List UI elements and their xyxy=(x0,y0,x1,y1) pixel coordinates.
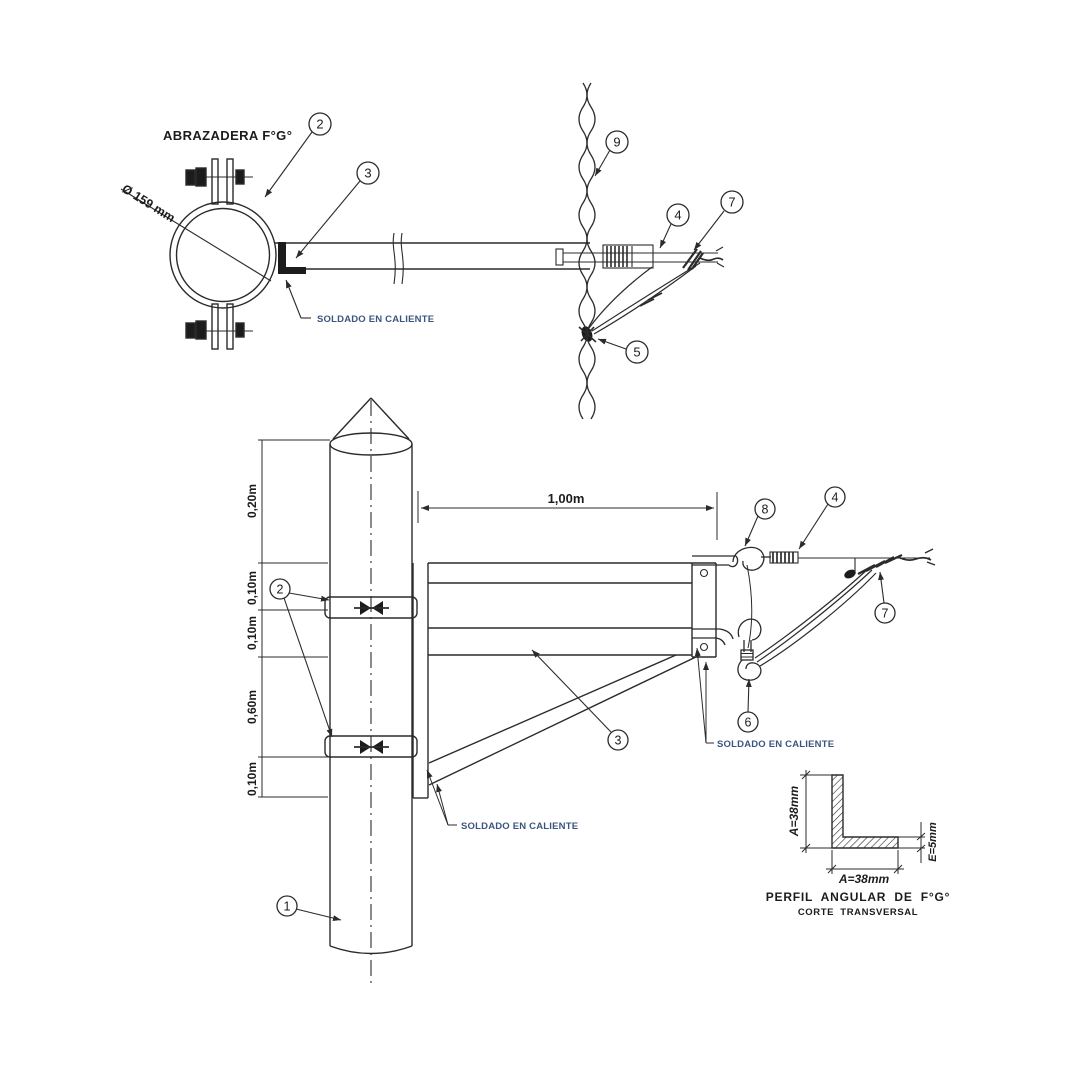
callout-4-side-number: 4 xyxy=(832,491,839,505)
weld-label-bottom-left: SOLDADO EN CALIENTE xyxy=(461,821,578,832)
vertical-cable xyxy=(578,82,596,420)
guy-cable-side-view xyxy=(746,564,877,667)
cable-tie-side-view xyxy=(844,548,936,579)
weld-label-right: SOLDADO EN CALIENTE xyxy=(717,739,834,750)
ferrule-top-view xyxy=(602,244,654,269)
arm-top-view xyxy=(275,232,590,285)
bottom-hook xyxy=(737,659,762,681)
clamp-bolt-top xyxy=(185,158,253,205)
pole-clamp-lower xyxy=(324,735,418,758)
profile-dim-a-horiz-label: A=38mm xyxy=(838,872,890,886)
ferrule-side-view xyxy=(769,551,930,572)
side-view xyxy=(258,397,936,985)
callout-8 xyxy=(754,498,776,520)
profile-dim-a-vertical-lines xyxy=(800,770,832,853)
callout-3-top-number: 3 xyxy=(364,166,371,181)
callout-7-top xyxy=(720,190,744,214)
top-view xyxy=(120,82,744,420)
weld-leader-bottom-left xyxy=(426,769,457,826)
profile-dim-a-vert-label: A=38mm xyxy=(787,785,801,837)
callout-8-number: 8 xyxy=(762,503,769,517)
profile-subtitle: CORTE TRANSVERSAL xyxy=(798,907,918,918)
weld-joint-top-view xyxy=(278,242,306,274)
callout-3-top xyxy=(356,161,380,185)
callout-3-side xyxy=(607,729,629,751)
clamp-title-label: ABRAZADERA F°G° xyxy=(163,128,292,143)
arm-length-label: 1,00m xyxy=(548,491,585,506)
dim-010-b: 0,10m xyxy=(245,616,259,650)
callout-9-number: 9 xyxy=(613,135,620,150)
guy-strands-top-view xyxy=(588,262,701,335)
diameter-line xyxy=(120,188,272,282)
callout-9 xyxy=(605,130,629,154)
weld-label-top-view: SOLDADO EN CALIENTE xyxy=(317,314,434,325)
callout-2-top-number: 2 xyxy=(316,117,323,132)
profile-dim-a-horizontal-lines xyxy=(826,850,904,874)
callout-1-number: 1 xyxy=(284,900,291,914)
arm-length-dimension xyxy=(417,491,718,540)
callout-2-top xyxy=(308,112,332,136)
bottom-hook-assembly xyxy=(692,618,762,681)
anchor-rod-top-view xyxy=(555,244,725,271)
profile-dim-e-label: E=5mm xyxy=(927,822,939,862)
callout-3-side-number: 3 xyxy=(615,734,622,748)
callout-4-top-number: 4 xyxy=(674,208,681,223)
callout-5-number: 5 xyxy=(633,345,640,360)
callout-7-side xyxy=(874,602,896,624)
clamp-outer-ring xyxy=(169,201,277,309)
bracket-arm xyxy=(412,562,717,799)
callout-4-top xyxy=(666,203,690,227)
callout-7-side-number: 7 xyxy=(882,607,889,621)
callout-4-side xyxy=(824,486,846,508)
pole-dimension-chain xyxy=(258,439,330,798)
dim-010-a: 0,10m xyxy=(245,571,259,605)
dim-020: 0,20m xyxy=(245,484,259,518)
profile-title: PERFIL ANGULAR DE F°G° xyxy=(766,890,951,904)
callout-5 xyxy=(625,340,649,364)
dim-060: 0,60m xyxy=(245,690,259,724)
diagonal-brace xyxy=(428,654,677,764)
callout-1 xyxy=(276,895,298,917)
callouts-side-view xyxy=(269,486,896,922)
pole xyxy=(329,397,413,985)
callout-7-top-number: 7 xyxy=(728,195,735,210)
callout-2-side xyxy=(269,578,291,600)
diameter-label: Ø 159 mm xyxy=(119,182,177,226)
weld-leader-right xyxy=(694,647,714,744)
clamp-bolt-bottom xyxy=(185,303,253,350)
pigtail-hook xyxy=(732,546,765,571)
hook-curl xyxy=(737,618,762,641)
callout-2-side-number: 2 xyxy=(277,583,284,597)
weld-leader-top-view xyxy=(285,279,311,319)
pole-clamp-upper xyxy=(324,596,418,619)
top-hook-assembly xyxy=(692,546,771,571)
dim-010-c: 0,10m xyxy=(245,762,259,796)
callout-6 xyxy=(737,711,759,733)
callout-6-number: 6 xyxy=(745,716,752,730)
angle-profile-section xyxy=(831,774,899,849)
profile-dim-e-lines xyxy=(898,822,926,863)
callouts-top-view xyxy=(264,112,744,364)
profile-detail xyxy=(800,770,926,874)
clamp-inner-ring xyxy=(175,207,271,303)
